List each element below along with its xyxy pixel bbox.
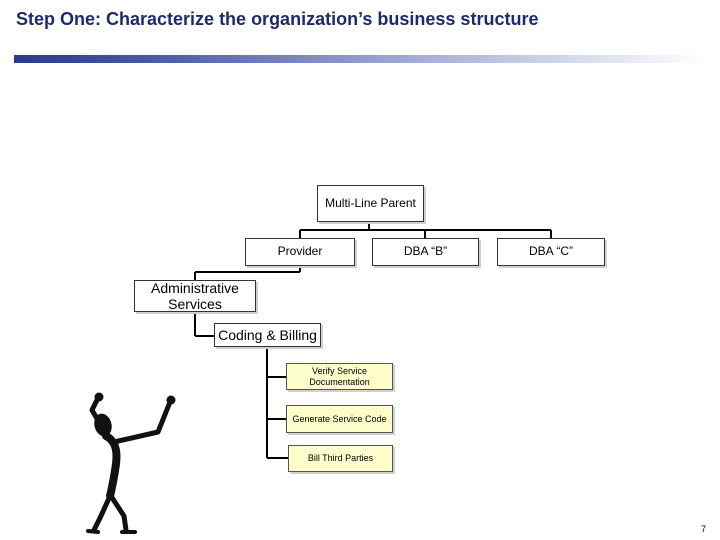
org-node-coding-billing: Coding & Billing — [214, 323, 321, 347]
title-underline-bar — [14, 55, 706, 63]
page-title: Step One: Characterize the organization’… — [16, 9, 539, 29]
org-node-administrative-services-label: Administrative Services — [151, 279, 239, 312]
org-node-bill-third-parties-label: Bill Third Parties — [307, 453, 374, 464]
org-node-coding-billing-label: Coding & Billing — [218, 326, 317, 343]
org-node-administrative-services: Administrative Services — [134, 280, 256, 312]
org-node-root-label: Multi-Line Parent — [325, 195, 416, 210]
org-node-bill-third-parties: Bill Third Parties — [288, 445, 393, 472]
org-node-provider-label: Provider — [277, 244, 323, 259]
org-node-verify-service-documentation: Verify Service Documentation — [286, 363, 393, 390]
org-node-generate-service-code: Generate Service Code — [286, 405, 393, 433]
cheering-stick-figure-icon — [86, 392, 176, 534]
org-node-root: Multi-Line Parent — [317, 185, 424, 222]
org-node-dba-b: DBA “B” — [372, 238, 479, 266]
page-number: 7 — [700, 524, 706, 534]
org-node-verify-service-documentation-label: Verify Service Documentation — [309, 366, 370, 387]
org-node-dba-c-label: DBA “C” — [528, 244, 573, 259]
org-node-dba-b-label: DBA “B” — [403, 244, 448, 259]
org-node-provider: Provider — [245, 238, 355, 266]
org-node-dba-c: DBA “C” — [497, 238, 605, 266]
org-node-generate-service-code-label: Generate Service Code — [292, 413, 387, 424]
